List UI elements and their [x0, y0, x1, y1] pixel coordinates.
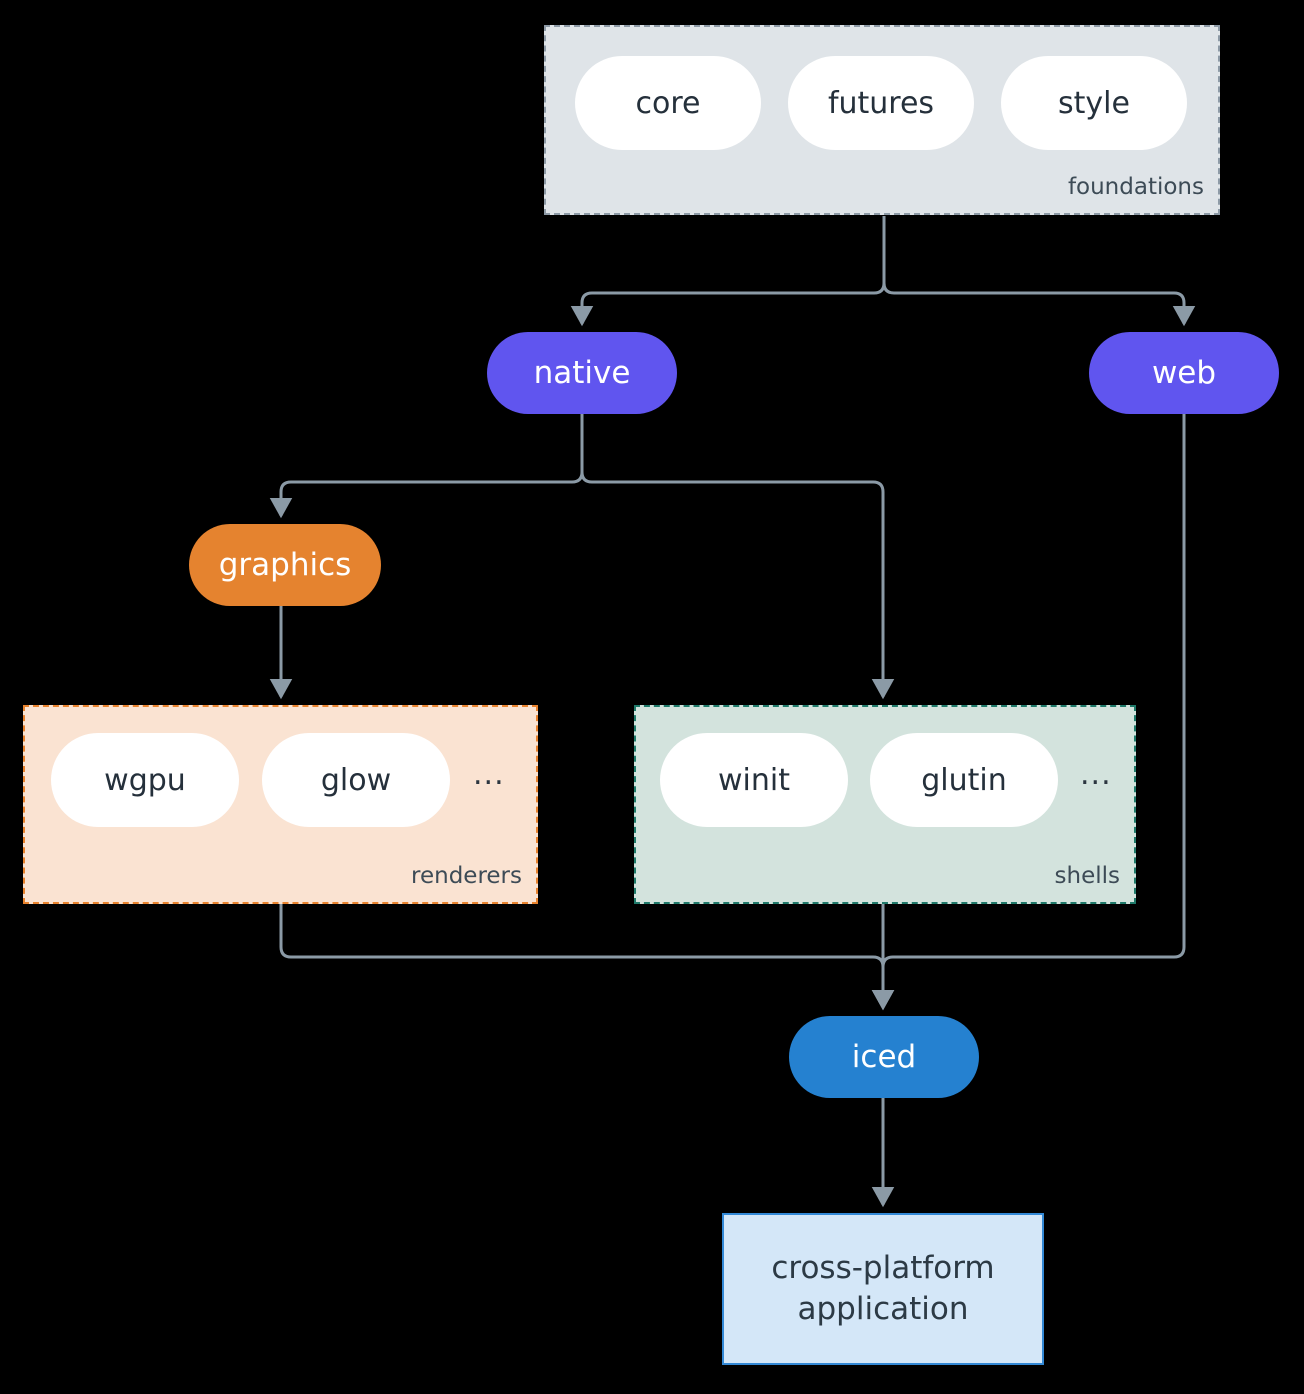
chip-style[interactable]: style [1001, 56, 1187, 150]
edge-foundations-to-web [882, 216, 1196, 327]
node-iced[interactable]: iced [789, 1016, 979, 1098]
chip-wgpu[interactable]: wgpu [51, 733, 239, 827]
edge-native-to-graphics [269, 414, 584, 519]
edge-renderers-to-iced [279, 904, 895, 1011]
application-label-line-2: application [797, 1291, 969, 1327]
group-foundations: core futures style foundations [544, 25, 1220, 215]
node-web[interactable]: web [1089, 332, 1279, 414]
chip-glutin[interactable]: glutin [870, 733, 1058, 827]
chip-glow[interactable]: glow [262, 733, 450, 827]
group-renderers: wgpu glow ... renderers [23, 705, 538, 904]
shells-more-ellipsis: ... [1080, 757, 1112, 792]
group-label-foundations: foundations [1067, 174, 1204, 200]
edge-native-to-shells [580, 414, 895, 700]
chip-futures[interactable]: futures [788, 56, 974, 150]
chip-winit[interactable]: winit [660, 733, 848, 827]
group-label-shells: shells [1054, 863, 1120, 889]
shells-chip-row: winit glutin ... [660, 733, 1112, 827]
group-shells: winit glutin ... shells [634, 705, 1136, 904]
node-cross-platform-application[interactable]: cross-platform application [722, 1213, 1044, 1365]
node-graphics[interactable]: graphics [189, 524, 381, 606]
group-label-renderers: renderers [411, 863, 522, 889]
application-label-line-1: cross-platform [771, 1250, 995, 1287]
edge-foundations-to-native [570, 216, 886, 327]
renderers-more-ellipsis: ... [473, 757, 505, 792]
renderers-chip-row: wgpu glow ... [51, 733, 505, 827]
foundations-chip-row: core futures style [575, 56, 1187, 150]
chip-core[interactable]: core [575, 56, 761, 150]
node-native[interactable]: native [487, 332, 677, 414]
